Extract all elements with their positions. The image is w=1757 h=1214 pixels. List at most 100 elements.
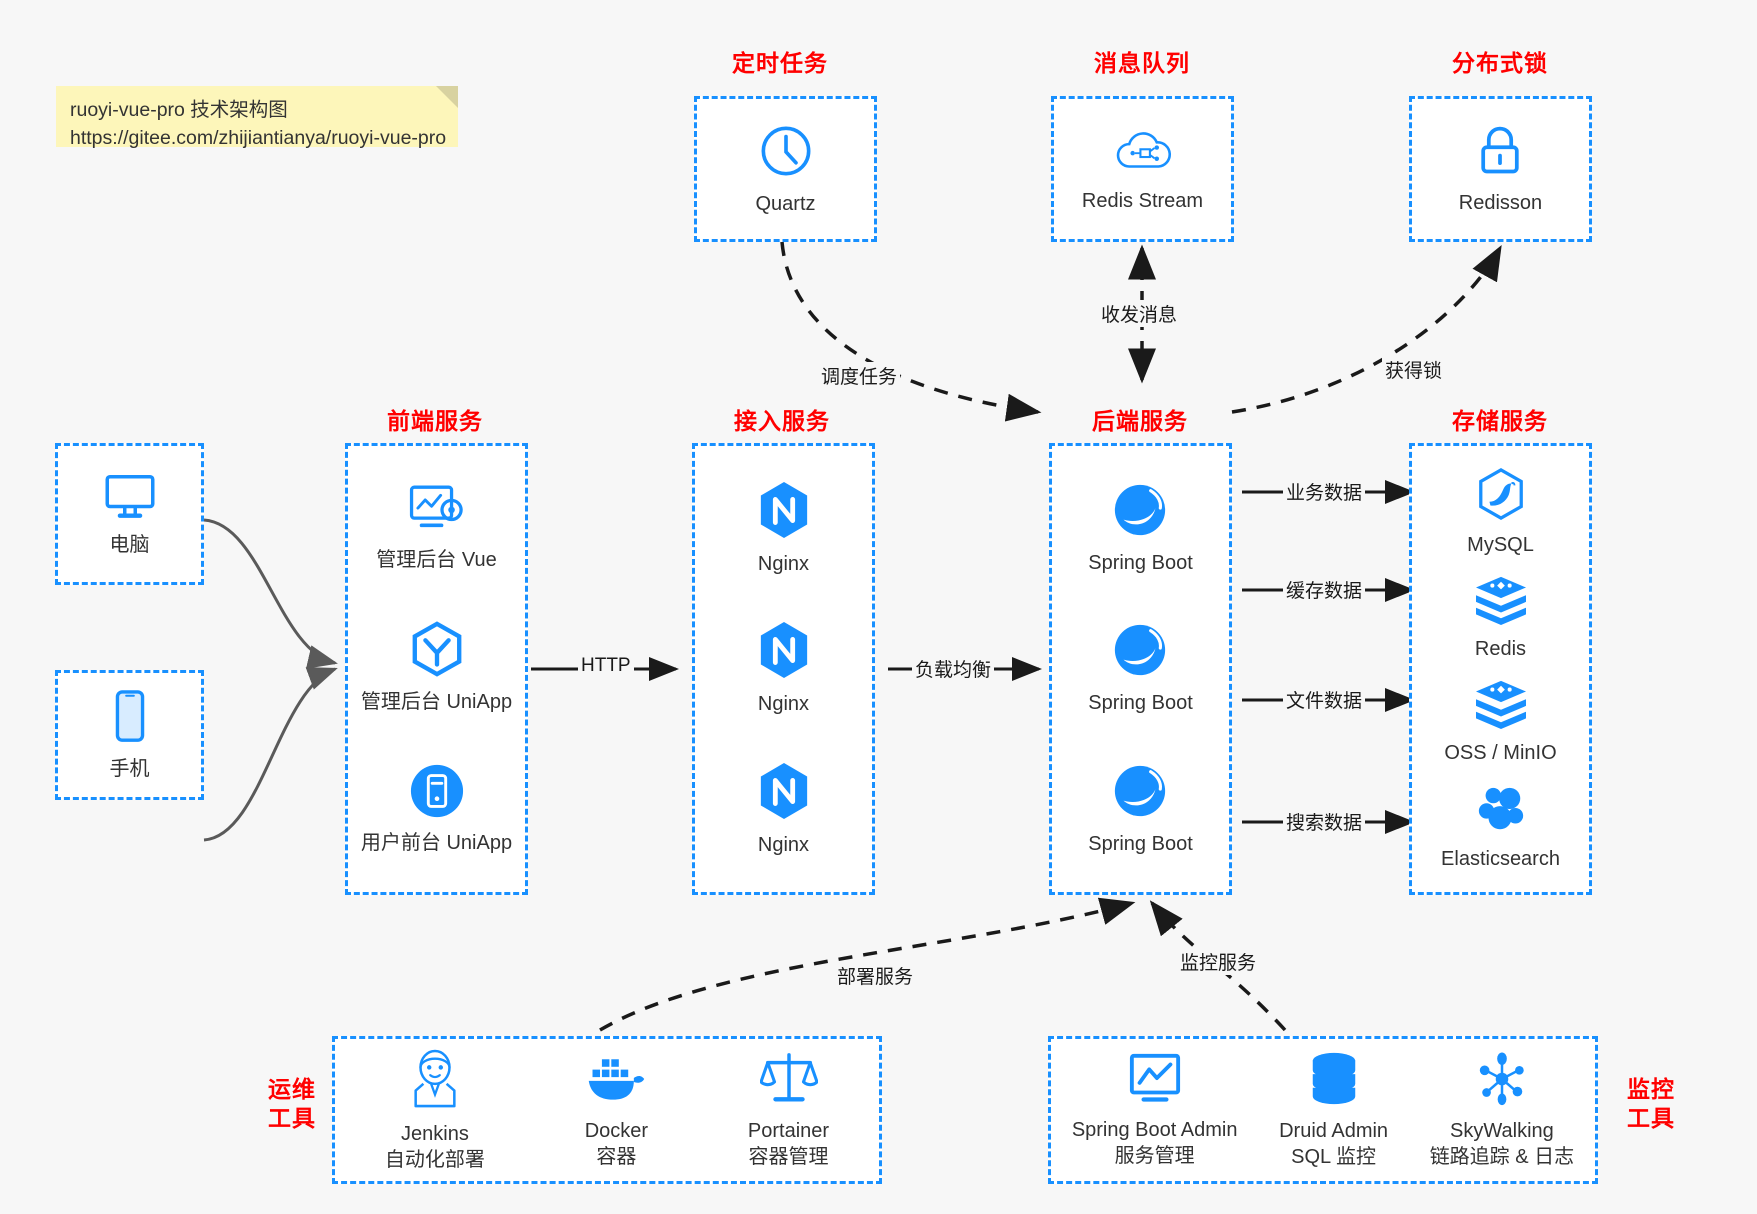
item-admin-vue: 管理后台 Vue [376, 482, 497, 573]
group-title-gateway-service: 接入服务 [734, 408, 830, 434]
cube-icon [409, 620, 465, 683]
node-label: Spring Boot [1088, 833, 1193, 856]
item-nginx-2: Nginx [757, 620, 811, 717]
edge-label-deploy-service: 部署服务 [834, 962, 917, 989]
node-label: Nginx [757, 834, 810, 857]
scales-balance-icon [758, 1051, 819, 1112]
node-redis-stream[interactable]: Redis Stream [1051, 96, 1234, 242]
node-label: Redis Stream [1081, 189, 1204, 212]
database-cylinder-icon [1306, 1051, 1362, 1112]
network-nodes-icon [1474, 1051, 1530, 1112]
monitor-title-line1: 监控 [1627, 1076, 1675, 1102]
note-folded-corner [436, 86, 458, 108]
jenkins-butler-icon [406, 1048, 464, 1115]
node-label: Druid Admin [1279, 1119, 1389, 1142]
group-title-distributed-lock: 分布式锁 [1452, 50, 1548, 76]
group-title-message-queue: 消息队列 [1094, 50, 1190, 76]
group-title-scheduled-task: 定时任务 [732, 50, 828, 76]
item-jenkins: Jenkins 自动化部署 [385, 1048, 485, 1173]
group-title-storage-service: 存储服务 [1452, 408, 1548, 434]
group-title-monitor-tools: 监控 工具 [1614, 1075, 1688, 1134]
node-sublabel: 容器 [596, 1145, 637, 1168]
edge-label-business-data: 业务数据 [1283, 478, 1366, 505]
node-label: SkyWalking [1450, 1119, 1554, 1142]
padlock-icon [1473, 123, 1527, 184]
node-label: Jenkins [401, 1122, 469, 1145]
sticky-note: ruoyi-vue-pro 技术架构图 https://gitee.com/zh… [56, 86, 458, 149]
item-druid-admin: Druid Admin SQL 监控 [1279, 1051, 1388, 1170]
docker-whale-icon [585, 1051, 647, 1112]
item-desktop-computer: 电脑 [102, 471, 158, 558]
node-label: Docker [584, 1119, 649, 1142]
elasticsearch-icon [1475, 783, 1527, 840]
redis-icon [1473, 679, 1529, 734]
node-label: 用户前台 UniApp [360, 832, 513, 855]
monitor-title-line2: 工具 [1627, 1105, 1675, 1132]
node-storage-service[interactable]: MySQL Redis [1409, 443, 1592, 895]
group-title-devops-tools: 运维 工具 [255, 1075, 329, 1134]
note-title: ruoyi-vue-pro 技术架构图 [70, 99, 288, 121]
item-mobile-phone: 手机 [110, 689, 150, 782]
monitor-chart-icon [1126, 1052, 1184, 1111]
item-spring-boot-admin: Spring Boot Admin 服务管理 [1071, 1052, 1238, 1169]
edge-label-send-receive-message: 收发消息 [1098, 300, 1181, 327]
edge-label-schedule-task: 调度任务 [818, 362, 901, 389]
node-label: Spring Boot [1088, 551, 1193, 574]
node-frontend-service[interactable]: 管理后台 Vue 管理后台 UniApp 用户前台 UniApp [345, 443, 528, 895]
node-quartz[interactable]: Quartz [694, 96, 877, 242]
node-mobile-phone[interactable]: 手机 [55, 670, 204, 800]
item-elasticsearch: Elasticsearch [1441, 783, 1560, 872]
item-nginx-1: Nginx [757, 480, 811, 577]
node-sublabel: 自动化部署 [384, 1148, 485, 1171]
spring-boot-icon [1111, 621, 1169, 684]
nginx-icon [757, 620, 811, 685]
nginx-icon [757, 761, 811, 826]
devops-title-line2: 工具 [268, 1105, 316, 1132]
node-label: 手机 [109, 757, 150, 780]
item-redis-stream: Redis Stream [1082, 125, 1203, 214]
item-spring-boot-2: Spring Boot [1088, 621, 1193, 716]
node-label: Redis [1474, 637, 1527, 660]
edge-label-http: HTTP [578, 655, 634, 677]
edge-label-acquire-lock: 获得锁 [1382, 356, 1446, 383]
node-desktop-computer[interactable]: 电脑 [55, 443, 204, 585]
node-devops-tools[interactable]: Jenkins 自动化部署 Docker 容器 [332, 1036, 882, 1184]
node-sublabel: 链路追踪 & 日志 [1429, 1145, 1575, 1168]
mysql-icon [1475, 467, 1527, 526]
dashboard-gear-icon [407, 482, 467, 541]
item-nginx-3: Nginx [757, 761, 811, 858]
node-label: MySQL [1467, 533, 1534, 556]
mobile-phone-icon [110, 689, 150, 750]
node-label: Spring Boot Admin [1071, 1118, 1238, 1141]
note-url: https://gitee.com/zhijiantianya/ruoyi-vu… [70, 127, 447, 150]
node-label: Spring Boot [1088, 692, 1193, 715]
desktop-computer-icon [102, 471, 158, 526]
item-admin-uniapp: 管理后台 UniApp [361, 620, 512, 715]
node-monitor-tools[interactable]: Spring Boot Admin 服务管理 Druid Admin SQL 监… [1048, 1036, 1598, 1184]
node-backend-service[interactable]: Spring Boot Spring Boot Spring Boot [1049, 443, 1232, 895]
mobile-circle-icon [409, 763, 465, 824]
node-label: Nginx [757, 693, 810, 716]
item-redis: Redis [1473, 575, 1529, 662]
item-skywalking: SkyWalking 链路追踪 & 日志 [1430, 1051, 1574, 1170]
node-label: 管理后台 Vue [376, 548, 497, 571]
item-docker: Docker 容器 [585, 1051, 648, 1170]
item-spring-boot-3: Spring Boot [1088, 762, 1193, 857]
clock-icon [757, 122, 815, 185]
nginx-icon [757, 480, 811, 545]
node-label: Quartz [755, 192, 816, 215]
item-quartz: Quartz [755, 122, 816, 217]
edge-label-search-data: 搜索数据 [1283, 808, 1366, 835]
edge-label-load-balance: 负载均衡 [912, 655, 995, 682]
group-title-frontend-service: 前端服务 [387, 408, 483, 434]
node-redisson[interactable]: Redisson [1409, 96, 1592, 242]
node-gateway-service[interactable]: Nginx Nginx Nginx [692, 443, 875, 895]
item-spring-boot-1: Spring Boot [1088, 481, 1193, 576]
item-portainer: Portainer 容器管理 [748, 1051, 829, 1170]
edge-label-monitor-service: 监控服务 [1177, 948, 1260, 975]
cloud-stream-icon [1112, 125, 1174, 182]
item-mysql: MySQL [1467, 467, 1534, 558]
node-label: Portainer [747, 1119, 830, 1142]
edge-phone-to-frontend [203, 667, 338, 842]
